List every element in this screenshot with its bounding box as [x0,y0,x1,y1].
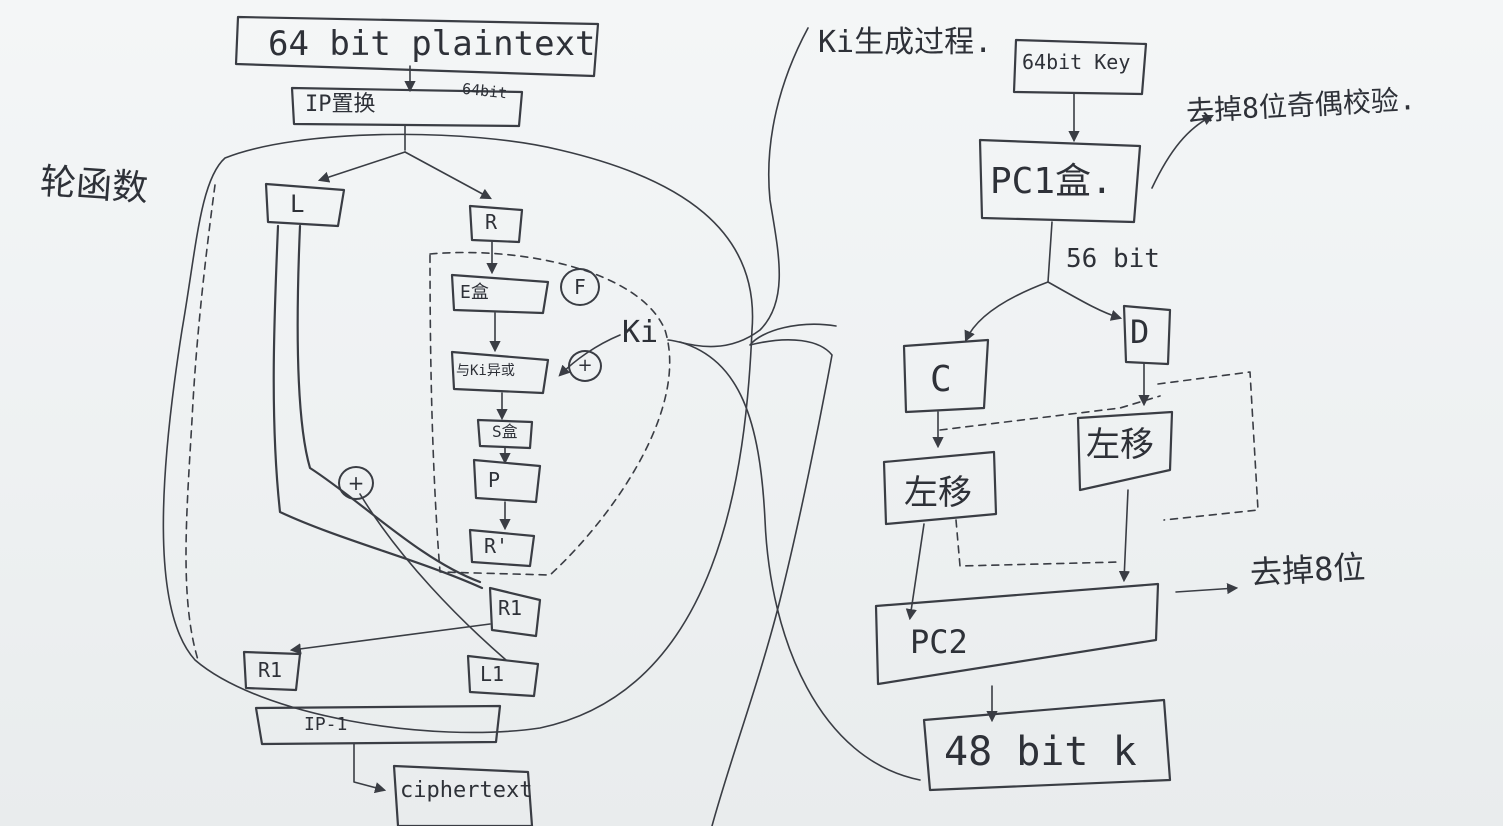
pc2-label: PC2 [910,623,968,661]
bits56-label: 56 bit [1066,244,1160,274]
key-label: 64bit Key [1022,50,1131,74]
ki-side-curve [711,323,837,826]
f-circle: F [560,268,600,306]
s-box [476,418,534,450]
l-path-line-2 [296,224,482,584]
drop8-note: 去掉8位 [1249,548,1367,592]
r-label: R [485,210,498,234]
shift-c-label: 左移 [904,473,972,513]
plaintext-box [234,15,600,78]
pc1-label: PC1盒. [990,161,1113,202]
e-label: E盒 [460,282,489,303]
xor-ki-label: 与Ki异或 [456,363,515,379]
out48-box [922,698,1172,792]
ki-title: Ki生成过程. [818,25,993,60]
shift-d-label: 左移 [1086,425,1154,465]
ip-inv-box [254,704,502,746]
r1-right-box [488,586,542,638]
d-box [1122,304,1172,366]
arrow-to-c [964,281,1049,343]
c-label: C [930,359,952,400]
arrow-to-d [1047,281,1123,321]
feedback-dash-c [939,395,1161,431]
f-function-dash [429,251,671,576]
r-prime-box [468,528,536,568]
arrow-parity-note [1151,114,1215,189]
plaintext-label: 64 bit plaintext [268,24,596,64]
round-function-dash-left [185,184,216,661]
ki-link-curve [679,341,921,781]
round-function-outline [162,133,754,734]
round-function-label: 轮函数 [38,161,150,210]
d-label: D [1130,313,1150,351]
key-box [1012,38,1148,96]
ip-inv-label: IP-1 [304,714,348,735]
out48-label: 48 bit k [944,729,1137,775]
arrow-to-r [404,151,492,200]
r1-left-box [242,650,302,692]
ip-label: IP置换 [305,92,376,117]
xor-line [359,493,507,661]
arrow-to-ciphertext [353,743,387,794]
l-path-line-1 [272,224,484,590]
arrow-r1-swap [289,623,491,655]
r1-left-label: R1 [258,658,283,682]
arrow-drop8 [1175,583,1239,595]
ciphertext-box [392,764,534,826]
arrow-shiftd-to-pc2 [1118,489,1130,583]
arrow-pc1-down [1047,221,1053,283]
shift-c-box [882,450,998,526]
ciphertext-label: ciphertext [400,778,533,803]
xor-circle-l: + [338,466,374,500]
xor-circle-ki: + [568,350,602,382]
l1-box [466,654,540,698]
r1-right-label: R1 [498,596,523,620]
feedback-dash-d [1157,371,1259,521]
c-box [902,338,990,414]
pc1-box [978,138,1142,224]
l-box [264,182,346,228]
e-box [450,273,550,315]
ip-box [290,86,524,128]
l-label: L [290,190,305,218]
ki-bracket-curve [667,27,809,348]
shift-d-box [1076,410,1174,492]
ki-label: Ki [622,315,659,350]
l1-label: L1 [480,662,505,686]
s-label: S盒 [492,422,518,441]
r-prime-label: R' [484,534,509,558]
pc2-box [874,582,1160,686]
r-box [468,204,524,244]
p-label: P [488,468,501,492]
arrow-to-l [317,151,406,183]
feedback-dash-c-bottom [955,519,1121,567]
ip-bits-note: 64bit [461,79,509,103]
p-box [472,458,542,504]
xor-ki-box [450,350,550,395]
